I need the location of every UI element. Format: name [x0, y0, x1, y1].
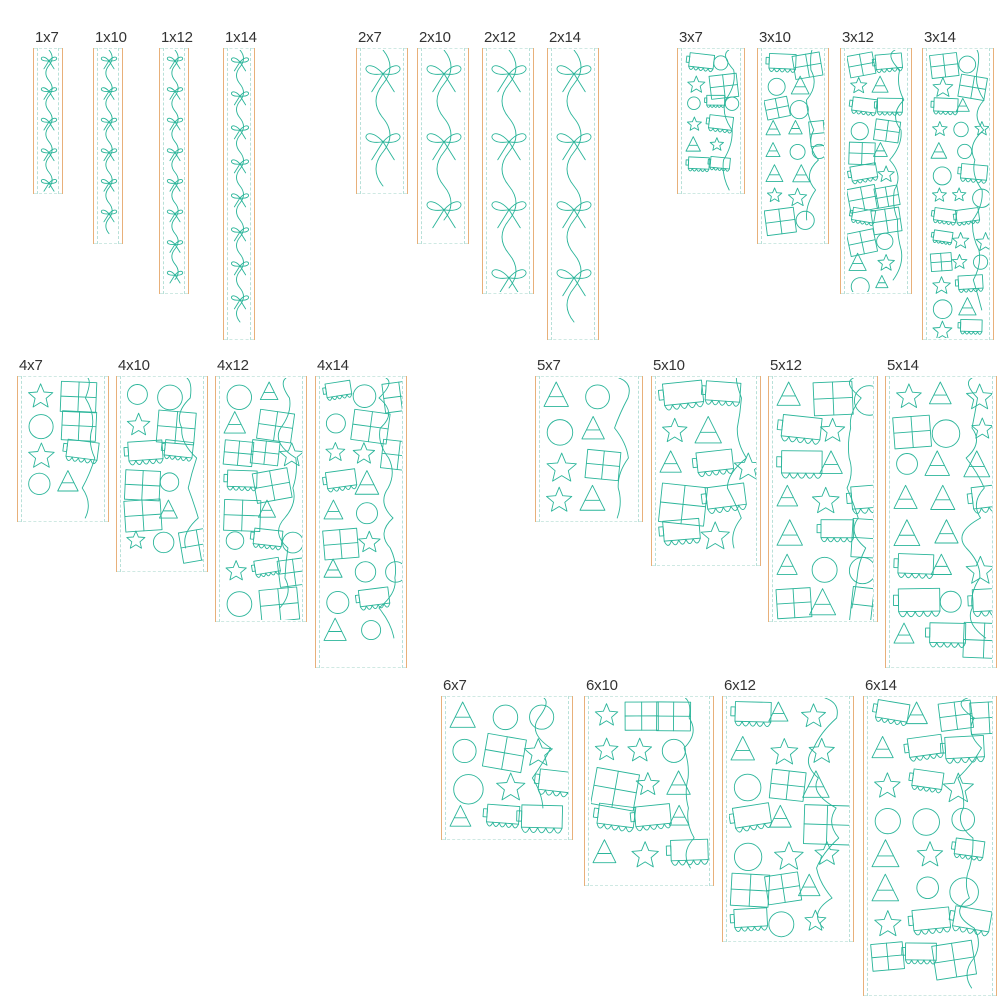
- design-label: 6x7: [443, 677, 467, 694]
- ribbon-bow-icon: [426, 50, 462, 229]
- ribbon-bow-icon: [547, 48, 599, 340]
- party-pattern-icon: [847, 50, 905, 292]
- design-label: 4x12: [217, 357, 249, 374]
- party-pattern-icon: [441, 696, 573, 840]
- party-pattern-icon: [677, 48, 745, 194]
- design-label: 3x7: [679, 29, 703, 46]
- party-pattern-icon: [757, 48, 829, 244]
- party-pattern-icon: [322, 378, 402, 641]
- party-pattern-icon: [764, 50, 824, 237]
- design-label: 3x10: [759, 29, 791, 46]
- party-pattern-icon: [123, 378, 203, 564]
- party-pattern-icon: [768, 376, 878, 622]
- design-label: 4x14: [317, 357, 349, 374]
- ribbon-bow-icon: [100, 50, 118, 235]
- party-pattern-icon: [651, 376, 761, 566]
- design-label: 5x7: [537, 357, 561, 374]
- party-pattern-icon: [215, 376, 307, 622]
- design-label: 1x12: [161, 29, 193, 46]
- design-label: 1x7: [35, 29, 59, 46]
- party-pattern-icon: [892, 378, 992, 660]
- ribbon-bow-icon: [40, 50, 58, 192]
- party-pattern-icon: [685, 50, 740, 191]
- party-pattern-icon: [885, 376, 997, 668]
- party-pattern-icon: [929, 50, 989, 338]
- party-pattern-icon: [543, 378, 630, 519]
- party-pattern-icon: [116, 376, 208, 572]
- ribbon-bow-icon: [365, 50, 401, 187]
- party-pattern-icon: [658, 378, 756, 550]
- party-pattern-icon: [863, 696, 997, 996]
- party-pattern-icon: [722, 696, 854, 942]
- ribbon-bow-icon: [223, 48, 255, 340]
- design-label: 5x14: [887, 357, 919, 374]
- ribbon-bow-icon: [556, 50, 592, 323]
- design-label: 6x14: [865, 677, 897, 694]
- ribbon-bow-icon: [159, 48, 189, 294]
- party-pattern-icon: [28, 378, 100, 519]
- design-label: 3x12: [842, 29, 874, 46]
- party-pattern-icon: [584, 696, 714, 886]
- party-pattern-icon: [870, 698, 992, 989]
- ribbon-bow-icon: [491, 50, 527, 292]
- party-pattern-icon: [922, 48, 994, 340]
- party-pattern-icon: [535, 376, 643, 522]
- party-pattern-icon: [775, 378, 873, 620]
- design-label: 4x7: [19, 357, 43, 374]
- design-label: 2x14: [549, 29, 581, 46]
- party-pattern-icon: [449, 698, 568, 834]
- ribbon-bow-icon: [356, 48, 408, 194]
- ribbon-bow-icon: [166, 50, 184, 284]
- design-label: 2x10: [419, 29, 451, 46]
- design-label: 1x10: [95, 29, 127, 46]
- ribbon-bow-icon: [33, 48, 63, 194]
- design-label: 5x10: [653, 357, 685, 374]
- design-label: 4x10: [118, 357, 150, 374]
- party-pattern-icon: [591, 698, 709, 869]
- design-label: 1x14: [225, 29, 257, 46]
- ribbon-bow-icon: [482, 48, 534, 294]
- design-label: 3x14: [924, 29, 956, 46]
- party-pattern-icon: [840, 48, 912, 294]
- design-label: 2x12: [484, 29, 516, 46]
- party-pattern-icon: [315, 376, 407, 668]
- design-label: 6x12: [724, 677, 756, 694]
- ribbon-bow-icon: [231, 50, 249, 323]
- design-label: 2x7: [358, 29, 382, 46]
- design-label: 5x12: [770, 357, 802, 374]
- ribbon-bow-icon: [93, 48, 123, 244]
- party-pattern-icon: [729, 698, 849, 938]
- ribbon-bow-icon: [417, 48, 469, 244]
- party-pattern-icon: [222, 378, 302, 620]
- design-label: 6x10: [586, 677, 618, 694]
- party-pattern-icon: [17, 376, 109, 522]
